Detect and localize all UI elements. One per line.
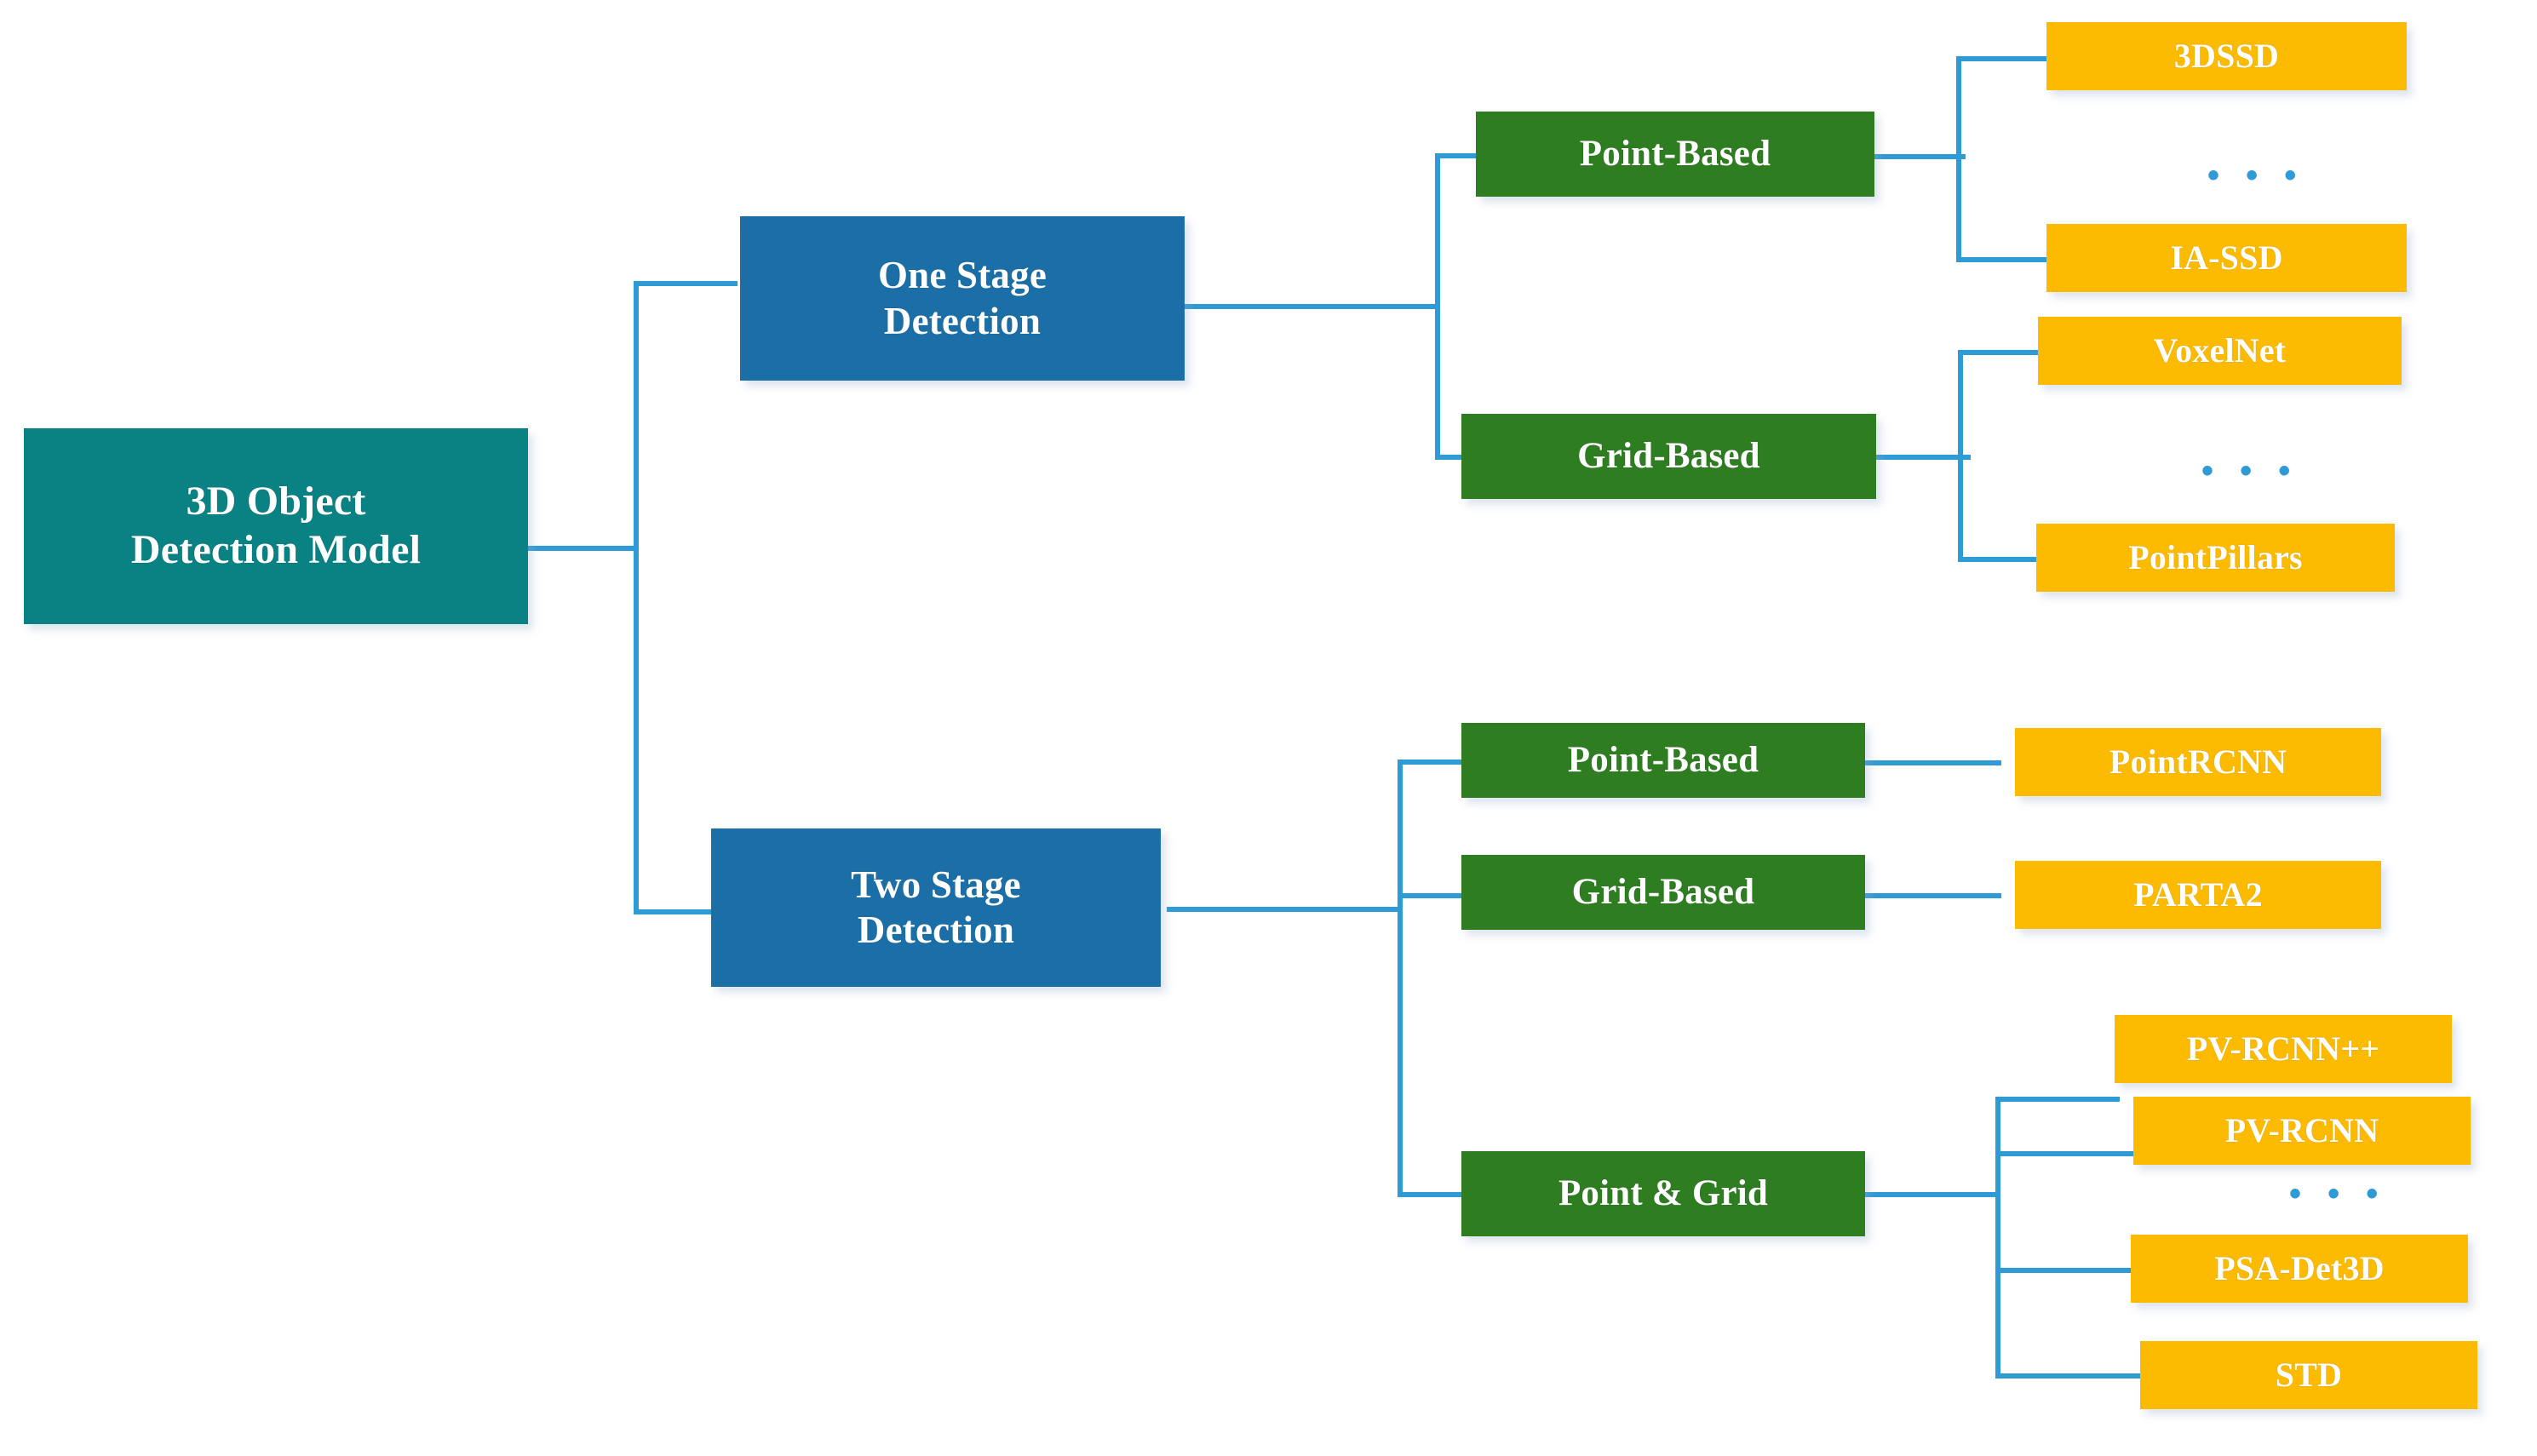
node-model-psa-det3d-label: PSA-Det3D [2214,1249,2385,1288]
ellipsis-one-stage-grid-based: • • • [2201,454,2299,488]
edge-two-stage-bus [1398,760,1403,1197]
node-model-pointrcnn[interactable]: PointRCNN [2015,728,2381,796]
edge-one-stage-bus [1435,153,1440,460]
edge-grid-based-1-to-voxelnet [1958,350,2104,355]
node-two-stage-detection[interactable]: Two Stage Detection [711,828,1161,987]
edge-point-and-grid-to-std [1995,1373,2145,1379]
node-model-voxelnet[interactable]: VoxelNet [2038,317,2402,385]
node-model-parta2-label: PARTA2 [2133,875,2263,914]
edge-grid-based-1-stem [1834,455,1971,460]
node-one-stage-detection[interactable]: One Stage Detection [740,216,1185,381]
node-model-std[interactable]: STD [2140,1341,2477,1409]
edge-two-stage-stem [1167,907,1403,912]
edge-root-stem [528,546,639,551]
node-one-stage-grid-based[interactable]: Grid-Based [1461,414,1876,499]
node-two-stage-point-and-grid[interactable]: Point & Grid [1461,1151,1865,1236]
node-two-stage-point-based[interactable]: Point-Based [1461,723,1865,798]
node-two-stage-point-based-label: Point-Based [1567,739,1759,780]
ellipsis-one-stage-point-based: • • • [2207,158,2305,192]
node-two-stage-label: Two Stage Detection [851,863,1021,951]
node-model-pv-rcnn-label: PV-RCNN [2224,1111,2379,1150]
node-model-pv-rcnn-plus-plus[interactable]: PV-RCNN++ [2115,1015,2452,1083]
node-one-stage-point-based-label: Point-Based [1579,133,1771,174]
node-two-stage-grid-based[interactable]: Grid-Based [1461,855,1865,930]
node-model-parta2[interactable]: PARTA2 [2015,861,2381,929]
edge-point-and-grid-to-psadet3d [1995,1268,2136,1273]
node-model-pointrcnn-label: PointRCNN [2109,742,2287,782]
node-model-pointpillars-label: PointPillars [2128,538,2303,577]
node-model-std-label: STD [2275,1356,2343,1395]
edge-point-based-1-stem [1838,154,1966,159]
node-root-3d-object-detection-model[interactable]: 3D Object Detection Model [24,428,528,624]
node-model-voxelnet-label: VoxelNet [2153,331,2287,370]
ellipsis-one-stage-point-based-label: • • • [2207,157,2305,194]
edge-point-based-1-to-3dssd [1956,56,2115,61]
node-model-ia-ssd[interactable]: IA-SSD [2046,224,2407,292]
ellipsis-two-stage-point-and-grid-label: • • • [2289,1175,2387,1212]
edge-point-based-1-bus [1956,56,1961,262]
node-model-ia-ssd-label: IA-SSD [2170,238,2283,278]
node-model-3dssd-label: 3DSSD [2173,37,2280,76]
node-model-pv-rcnn[interactable]: PV-RCNN [2133,1097,2471,1165]
ellipsis-one-stage-grid-based-label: • • • [2201,452,2299,490]
edge-root-to-two-stage [634,909,726,914]
node-one-stage-point-based[interactable]: Point-Based [1476,112,1874,197]
edge-point-and-grid-bus [1995,1097,2000,1378]
edge-point-and-grid-to-pvrcnnpp [1995,1097,2120,1102]
node-one-stage-label: One Stage Detection [877,254,1048,342]
ellipsis-two-stage-point-and-grid: • • • [2289,1177,2386,1211]
edge-root-to-one-stage [634,281,738,286]
edge-one-stage-stem [1180,304,1440,309]
edge-point-and-grid-stem [1833,1192,2000,1197]
edge-grid-based-1-bus [1958,350,1963,562]
node-model-psa-det3d[interactable]: PSA-Det3D [2131,1235,2468,1303]
edge-point-and-grid-to-pvrcnn [1995,1151,2138,1156]
edge-root-bus [634,281,639,914]
node-model-pv-rcnn-plus-plus-label: PV-RCNN++ [2186,1029,2380,1069]
node-root-label: 3D Object Detection Model [130,479,422,572]
edge-grid-based-2-to-parta2 [1833,893,2001,898]
node-one-stage-grid-based-label: Grid-Based [1577,435,1760,476]
edge-point-based-1-to-iassd [1956,257,2115,262]
edge-grid-based-1-to-pointpillars [1958,557,2104,562]
node-model-3dssd[interactable]: 3DSSD [2046,22,2407,90]
node-two-stage-point-and-grid-label: Point & Grid [1558,1172,1769,1213]
node-two-stage-grid-based-label: Grid-Based [1571,871,1755,912]
edge-point-based-2-to-pointrcnn [1833,760,2001,765]
node-model-pointpillars[interactable]: PointPillars [2036,524,2395,592]
